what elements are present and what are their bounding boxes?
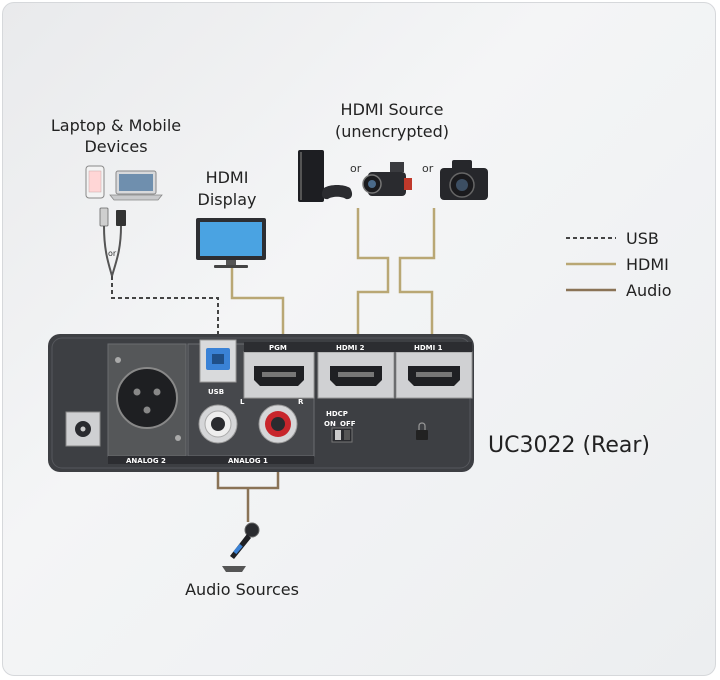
lock-slot-icon [416,422,428,440]
hdmi2-port[interactable] [317,351,395,399]
legend-hdmi-label: HDMI [626,255,669,274]
hdmi-display-label-line2: Display [198,190,257,209]
port-label-right: R [298,398,304,406]
monitor-icon [196,218,266,268]
camcorder-icon [362,162,412,196]
laptop-mobile-label-line1: Laptop & Mobile [51,116,181,135]
usb-cable [111,276,219,340]
hdcp-switch[interactable] [331,427,353,443]
laptop-icon [109,170,163,201]
hdmi1-port[interactable] [395,351,473,399]
port-label-on: ON [324,420,336,428]
legend-audio-label: Audio [626,281,671,300]
port-label-off: OFF [340,420,356,428]
port-label-hdmi1: HDMI 1 [414,344,443,352]
xlr-port[interactable] [115,357,181,441]
model-label: UC3022 (Rear) [488,433,650,458]
port-label-hdcp: HDCP [326,410,348,418]
hdmi-source-cable-left [356,208,390,340]
or-label-1: or [350,162,362,175]
port-label-analog2: ANALOG 2 [126,457,166,465]
hdmi-source-cable-right [398,208,436,340]
microphone-icon [222,522,260,572]
hdmi-source-label-line2: (unencrypted) [335,122,449,141]
legend: USB HDMI Audio [566,229,671,300]
rca-left-port[interactable] [198,404,238,444]
hdmi-display-cable [230,268,285,340]
uc3022-device-rear [48,334,474,472]
port-label-usb: USB [208,388,224,396]
hdmi-source-label-line1: HDMI Source [341,100,444,119]
game-console-icon [298,150,353,202]
or-label-2: or [422,162,434,175]
port-label-analog1: ANALOG 1 [228,457,268,465]
audio-sources-label: Audio Sources [185,580,299,599]
dslr-camera-icon [440,160,488,200]
port-label-hdmi2: HDMI 2 [336,344,365,352]
port-label-pgm: PGM [269,344,287,352]
rca-right-port[interactable] [258,404,298,444]
legend-usb-label: USB [626,229,659,248]
cable-or-label: or [108,249,117,258]
power-port[interactable] [65,411,101,447]
port-label-left: L [240,398,245,406]
phone-icon [85,165,105,199]
laptop-mobile-label-line2: Devices [84,137,147,156]
usb-b-port[interactable] [199,339,237,383]
hdmi-pgm-port[interactable] [243,351,315,399]
usb-connector-icon [99,207,126,277]
hdmi-display-label-line1: HDMI [206,168,249,187]
